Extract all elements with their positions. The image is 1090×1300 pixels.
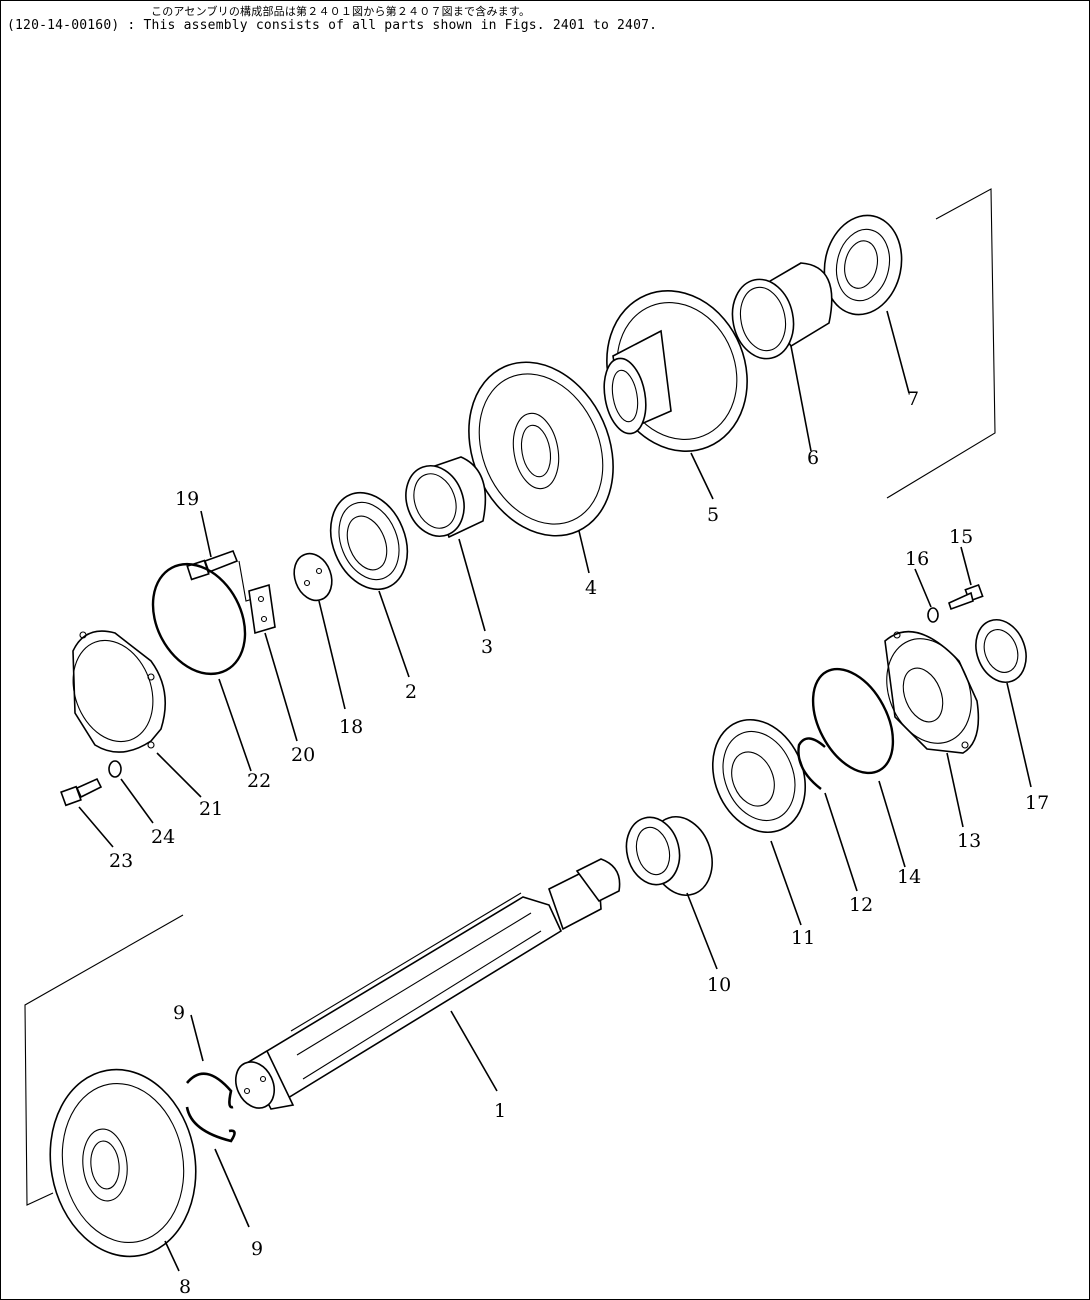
part-5-hub-gear: [603, 290, 748, 500]
callout-16: 16: [905, 548, 929, 570]
callout-15: 15: [949, 526, 973, 548]
part-23-bolt: [60, 777, 114, 848]
callout-4: 4: [585, 577, 597, 599]
callout-7: 7: [907, 388, 919, 410]
part-15-bolt: [948, 546, 984, 611]
part-1-splined-shaft: [234, 858, 621, 1110]
part-7-spur-gear: [823, 214, 910, 394]
callout-24: 24: [151, 826, 175, 848]
callout-1: 1: [494, 1100, 506, 1122]
part-2-bearing: [329, 491, 410, 678]
part-12-snap-ring: [797, 737, 858, 892]
part-11-bearing: [711, 718, 807, 926]
part-8-gear: [49, 1068, 197, 1272]
part-17-oil-seal: [975, 619, 1032, 788]
callout-9-lower: 9: [251, 1238, 263, 1260]
part-20-lock-plate: [238, 560, 298, 742]
callout-8: 8: [179, 1276, 191, 1298]
part-22-o-ring: [151, 562, 252, 772]
callout-5: 5: [707, 504, 719, 526]
callout-13: 13: [957, 830, 981, 852]
callout-3: 3: [481, 636, 493, 658]
part-14-o-ring: [811, 667, 906, 868]
callout-10: 10: [707, 974, 731, 996]
callout-22: 22: [247, 770, 271, 792]
callout-14: 14: [897, 866, 921, 888]
part-3-collar: [405, 456, 487, 632]
callout-2: 2: [405, 681, 417, 703]
header-note-japanese: このアセンブリの構成部品は第２４０１図から第２４０７図まで含みます。: [151, 5, 531, 18]
callout-20: 20: [291, 744, 315, 766]
frame-lines: [24, 188, 996, 1206]
callout-17: 17: [1025, 792, 1049, 814]
callout-12: 12: [849, 894, 873, 916]
header-note-english: (120-14-00160) : This assembly consists …: [7, 18, 658, 33]
part-9-snap-ring-upper: [185, 1014, 234, 1109]
callout-18: 18: [339, 716, 363, 738]
part-16-washer: [914, 568, 939, 623]
callout-labels: 1 2 3 4 5 6 7 8 9 9 10 11 12 13 14 15 16…: [109, 388, 1049, 1298]
callout-6: 6: [807, 447, 819, 469]
part-18-plate: [293, 552, 346, 710]
part-6-sleeve: [731, 262, 833, 452]
part-9-snap-ring-lower: [185, 1106, 250, 1228]
callout-23: 23: [109, 850, 133, 872]
part-13-retainer: [884, 630, 980, 828]
part-4-large-gear: [468, 361, 614, 574]
part-24-washer: [108, 760, 154, 824]
callout-19: 19: [175, 488, 199, 510]
callout-11: 11: [791, 927, 815, 949]
part-21-cover: [72, 630, 202, 798]
callout-21: 21: [199, 798, 223, 820]
part-10-spur-gear: [625, 816, 718, 970]
part-19-bolt: [186, 510, 239, 581]
callout-9-upper: 9: [173, 1002, 185, 1024]
